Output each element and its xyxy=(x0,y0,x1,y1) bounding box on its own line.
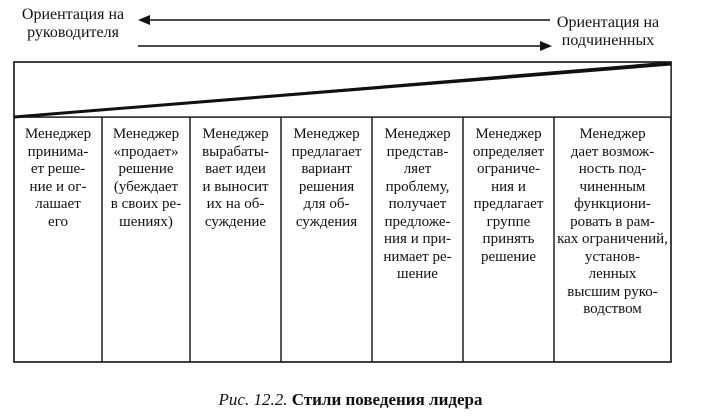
orientation-arrows xyxy=(138,15,552,51)
figure-caption: Рис. 12.2. Стили поведения лидера xyxy=(0,390,701,410)
style-cell-5: Менеджер представ- ляет проблему, получа… xyxy=(383,126,452,282)
right-arrow xyxy=(138,41,552,51)
style-cell-2: Менеджер «продает» решение (убеждает в с… xyxy=(110,126,182,230)
figure-number: Рис. 12.2. xyxy=(218,390,288,409)
diagram-frame xyxy=(13,61,672,363)
style-cell-3: Менеджер вырабаты- вает идеи и выносит и… xyxy=(202,126,269,230)
column-dividers xyxy=(101,117,555,362)
style-cell-6: Менеджер определяет ограниче- ния и пред… xyxy=(472,126,545,265)
triangle-edge xyxy=(13,62,672,119)
style-cell-7: Менеджер дает возмож- ность под- чиненны… xyxy=(557,126,668,317)
subordinate-orientation-label: Ориентация на подчиненных xyxy=(556,14,660,49)
left-arrow xyxy=(138,15,550,25)
figure-title: Стили поведения лидера xyxy=(291,390,483,409)
leader-orientation-label: Ориентация на руководителя xyxy=(21,6,125,41)
style-cell-1: Менеджер принима- ет реше- ние и ог- лаш… xyxy=(24,126,92,230)
style-cell-4: Менеджер предлагает вариант решения для … xyxy=(291,126,362,230)
